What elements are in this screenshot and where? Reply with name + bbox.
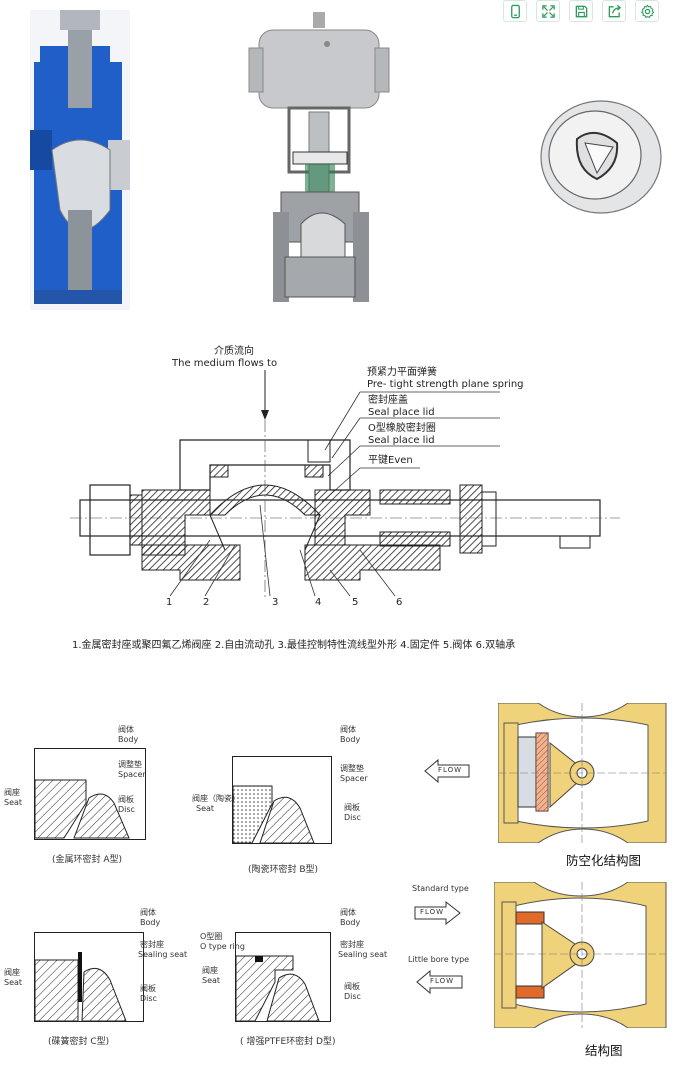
c-sealing-cn: 密封座 (140, 940, 164, 949)
structure-title: 结构图 (585, 1043, 623, 1058)
reduced-type-label: Little bore type (408, 955, 470, 964)
d-disc-en: Disc (344, 992, 361, 1001)
part-number-2: 2 (203, 597, 210, 608)
flow-label-en: The medium flows to (172, 358, 278, 369)
a-body-cn: 阀体 (118, 725, 134, 734)
b-seat-cn: 阀座（陶瓷） (192, 794, 240, 803)
d-body-en: Body (340, 918, 361, 927)
c-body-en: Body (140, 918, 161, 927)
blue-cutaway-valve-image (30, 10, 130, 310)
save-icon (575, 5, 587, 17)
tablet-button[interactable] (503, 0, 527, 22)
flow-arrow-1 (424, 758, 470, 784)
toolbar (503, 0, 659, 24)
tablet-icon (510, 4, 520, 18)
d-seat-en: Seat (202, 976, 221, 985)
c-body-cn: 阀体 (140, 908, 156, 917)
seal-type-c-diagram (34, 932, 144, 1022)
d-body-cn: 阀体 (340, 908, 356, 917)
expand-button[interactable] (536, 0, 560, 22)
b-spacer-en: Spacer (340, 774, 368, 783)
c-seat-cn: 阀座 (4, 968, 20, 977)
flow-arrow-3-label: FLOW (430, 977, 455, 985)
c-seat-en: Seat (4, 978, 23, 987)
part-number-1: 1 (166, 597, 173, 608)
spring-label-cn: 预紧力平面弹簧 (367, 367, 437, 378)
settings-button[interactable] (635, 0, 659, 22)
d-seat-cn: 阀座 (202, 966, 218, 975)
share-icon (608, 4, 621, 17)
c-sealing-en: Sealing seat (138, 950, 188, 959)
seal-lid-label-cn: 密封座盖 (368, 395, 408, 406)
part-number-3: 3 (272, 597, 279, 608)
part-number-5: 5 (352, 597, 359, 608)
a-caption: (金属环密封 A型) (52, 855, 123, 865)
d-disc-cn: 阀板 (344, 982, 360, 991)
pneumatic-valve-image (248, 12, 390, 302)
a-seat-cn: 阀座 (4, 788, 20, 797)
d-sealing-cn: 密封座 (340, 940, 364, 949)
expand-icon (541, 4, 555, 18)
c-caption: (碟簧密封 C型) (48, 1037, 110, 1047)
part-number-6: 6 (396, 597, 403, 608)
flow-arrow-2 (414, 900, 461, 926)
b-body-en: Body (340, 735, 361, 744)
flow-label-cn: 介质流向 (214, 346, 254, 357)
a-disc-en: Disc (118, 805, 135, 814)
a-spacer-cn: 调整垫 (118, 760, 142, 769)
spring-label-en: Pre- tight strength plane spring (367, 379, 524, 390)
parts-legend: 1.金属密封座或聚四氟乙烯阀座 2.自由流动孔 3.最佳控制特性流线型外形 4.… (72, 640, 516, 651)
d-oring-cn: O型圈 (200, 932, 223, 941)
a-disc-cn: 阀板 (118, 795, 134, 804)
share-button[interactable] (602, 0, 626, 22)
d-caption: ( 增强PTFE环密封 D型) (240, 1037, 336, 1047)
settings-icon (640, 4, 654, 18)
standard-type-label: Standard type (412, 884, 469, 893)
seal-type-a-diagram (34, 748, 146, 840)
a-spacer-en: Spacer (118, 770, 146, 779)
c-disc-en: Disc (140, 994, 157, 1003)
a-body-en: Body (118, 735, 139, 744)
save-button[interactable] (569, 0, 593, 22)
c-disc-cn: 阀板 (140, 984, 156, 993)
d-sealing-en: Sealing seat (338, 950, 388, 959)
b-disc-cn: 阀板 (344, 803, 360, 812)
part-number-4: 4 (315, 597, 322, 608)
oring-label-en: Seal place lid (368, 435, 435, 446)
ring-seat-image (540, 100, 662, 214)
anti-cavitation-diagram (498, 703, 667, 843)
key-label: 平键Even (368, 455, 413, 466)
seal-lid-label-en: Seal place lid (368, 407, 435, 418)
d-oring-en: O type ring (200, 942, 245, 951)
anti-cavitation-title: 防空化结构图 (566, 853, 642, 868)
flow-arrow-1-label: FLOW (438, 766, 463, 774)
b-disc-en: Disc (344, 813, 361, 822)
b-seat-en: Seat (196, 804, 215, 813)
valve-section-drawing (70, 370, 620, 600)
b-caption: (陶瓷环密封 B型) (248, 865, 319, 875)
seal-type-b-diagram (232, 756, 332, 844)
flow-arrow-3 (416, 969, 463, 995)
seal-type-d-diagram (235, 932, 331, 1022)
flow-arrow-2-label: FLOW (420, 908, 445, 916)
b-body-cn: 阀体 (340, 725, 356, 734)
a-seat-en: Seat (4, 798, 23, 807)
oring-label-cn: O型橡胶密封圈 (368, 423, 436, 434)
structure-diagram (494, 882, 667, 1028)
b-spacer-cn: 调整垫 (340, 764, 364, 773)
